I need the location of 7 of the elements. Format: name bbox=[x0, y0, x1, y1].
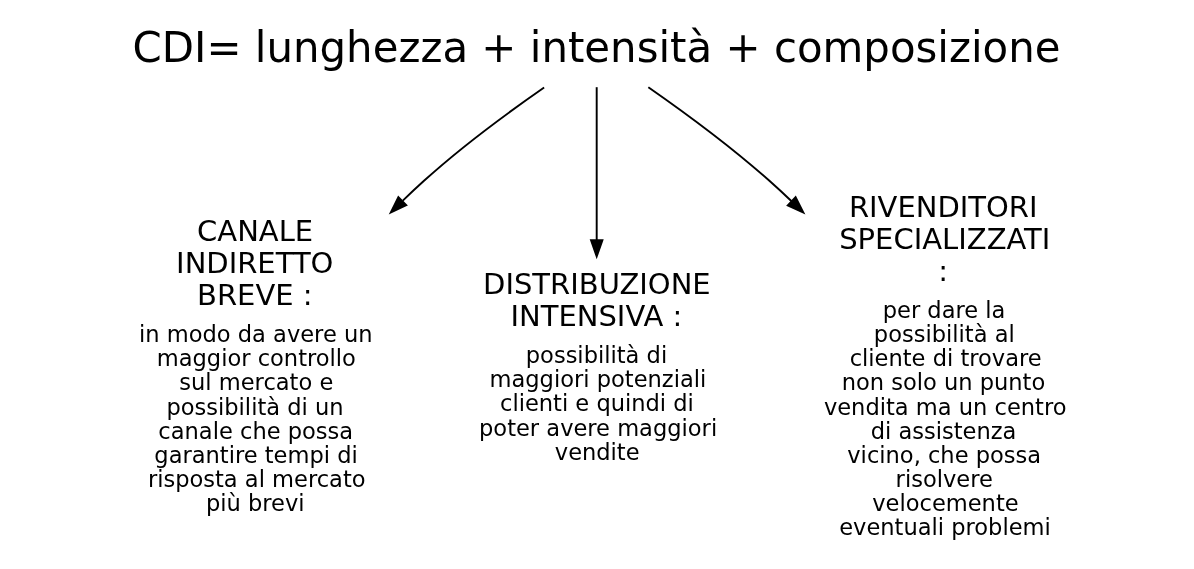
node-text: RIVENDITORI SPECIALIZZATI : per dare la possibilità al cliente di trovare non solo un punto vendita ma un centro di assistenza vicino, che possa risolvere velocemente eventuali problemi bbox=[823, 189, 1066, 541]
node-text: CDI= lunghezza + intensità + composizione bbox=[132, 22, 1061, 72]
node-text: CANALE INDIRETTO BREVE : in modo da avere un maggior controllo sul mercato e possibilità di un canale che possa garantire tempi di risposta al mercato più brevi bbox=[138, 213, 373, 517]
node-text: DISTRIBUZIONE INTENSIVA : possibilità di maggiori potenziali clienti e quindi di poter avere maggiori vendite bbox=[478, 267, 717, 465]
arrow bbox=[388, 86, 545, 215]
arrow bbox=[589, 86, 604, 260]
arrow bbox=[646, 86, 805, 215]
